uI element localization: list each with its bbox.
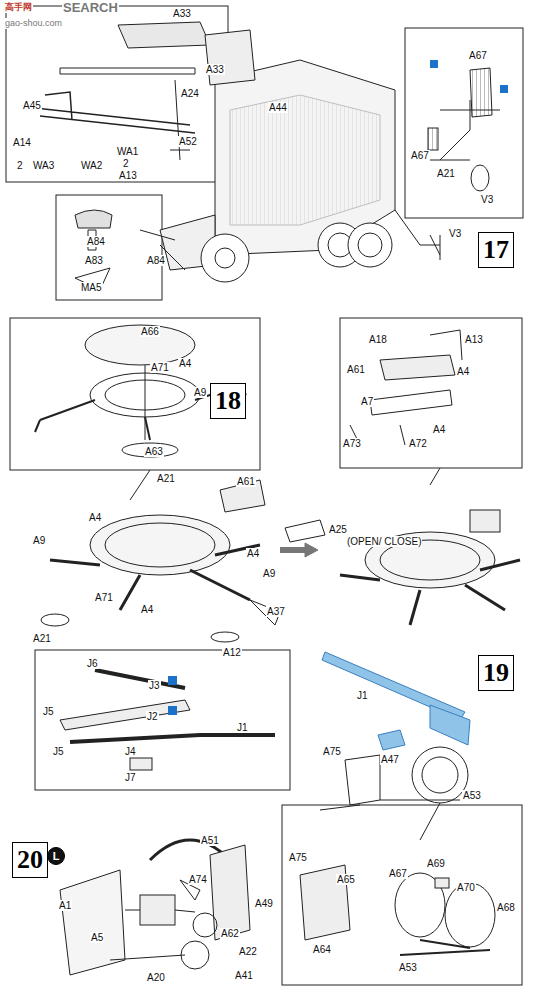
part-number: A67 bbox=[410, 150, 430, 161]
step-text: 20 bbox=[13, 846, 47, 874]
part-number: A9 bbox=[32, 535, 46, 546]
part-number: A4 bbox=[178, 358, 192, 369]
part-number: A47 bbox=[380, 754, 400, 765]
part-number: A64 bbox=[312, 944, 332, 955]
part-number: A49 bbox=[254, 898, 274, 909]
part-number: A51 bbox=[200, 835, 220, 846]
part-number: A71 bbox=[150, 362, 170, 373]
part-number: A13 bbox=[118, 170, 138, 181]
part-number: A5 bbox=[90, 932, 104, 943]
part-number: A63 bbox=[144, 446, 164, 457]
part-number: A84 bbox=[146, 255, 166, 266]
part-number: A21 bbox=[156, 473, 176, 484]
part-number: A13 bbox=[464, 334, 484, 345]
part-number: WA2 bbox=[80, 160, 103, 171]
part-number: A1 bbox=[58, 900, 72, 911]
part-number: A9 bbox=[262, 568, 276, 579]
part-number: A4 bbox=[246, 548, 260, 559]
part-number: A4 bbox=[456, 366, 470, 377]
part-number: A44 bbox=[268, 102, 288, 113]
part-number: A65 bbox=[336, 874, 356, 885]
part-number: J4 bbox=[124, 746, 137, 757]
part-number: A37 bbox=[266, 606, 286, 617]
watermark: 高手网 bbox=[4, 2, 33, 13]
part-number: A68 bbox=[496, 902, 516, 913]
part-number: V3 bbox=[480, 194, 494, 205]
step-text: L bbox=[48, 850, 64, 862]
part-number: A20 bbox=[146, 972, 166, 983]
option-circle: L bbox=[47, 847, 65, 865]
part-number: A53 bbox=[462, 790, 482, 801]
step-number: 19 bbox=[478, 655, 514, 691]
detail-frame bbox=[6, 6, 228, 182]
part-number: A4 bbox=[432, 424, 446, 435]
part-number: A67 bbox=[388, 868, 408, 879]
part-number: A73 bbox=[342, 438, 362, 449]
part-number: A71 bbox=[94, 592, 114, 603]
part-number: A24 bbox=[180, 88, 200, 99]
part-number: A74 bbox=[188, 874, 208, 885]
part-number: A62 bbox=[220, 928, 240, 939]
part-number: A75 bbox=[322, 746, 342, 757]
part-number: A22 bbox=[238, 946, 258, 957]
watermark: gao-shou.com bbox=[4, 18, 63, 29]
part-number: A61 bbox=[236, 476, 256, 487]
part-number: J5 bbox=[52, 746, 65, 757]
part-number: V3 bbox=[448, 228, 462, 239]
part-number: A4 bbox=[140, 604, 154, 615]
part-number: MA5 bbox=[80, 282, 103, 293]
part-number: J3 bbox=[148, 680, 161, 691]
part-number: A41 bbox=[234, 970, 254, 981]
part-number: A14 bbox=[12, 137, 32, 148]
detail-frame bbox=[282, 805, 522, 985]
detail-frame bbox=[35, 650, 290, 790]
part-number: A21 bbox=[32, 633, 52, 644]
part-number: A75 bbox=[288, 852, 308, 863]
part-number: A53 bbox=[398, 962, 418, 973]
part-number: J2 bbox=[146, 711, 159, 722]
part-number: A69 bbox=[426, 858, 446, 869]
part-number: J5 bbox=[42, 706, 55, 717]
step-number: 20 bbox=[12, 842, 48, 878]
step-text: 17 bbox=[479, 236, 513, 264]
detail-frame bbox=[340, 318, 522, 468]
step-number: 18 bbox=[210, 383, 246, 419]
part-number: A33 bbox=[172, 8, 192, 19]
part-number: 2 bbox=[16, 160, 24, 171]
part-number: A61 bbox=[346, 364, 366, 375]
part-number: J6 bbox=[86, 658, 99, 669]
step-text: 18 bbox=[211, 387, 245, 415]
part-number: WA3 bbox=[32, 160, 55, 171]
part-number: A52 bbox=[178, 136, 198, 147]
part-number: A72 bbox=[408, 438, 428, 449]
part-number: A66 bbox=[140, 326, 160, 337]
watermark: SEARCH bbox=[62, 2, 119, 13]
part-number: A18 bbox=[368, 334, 388, 345]
part-number: WA1 bbox=[116, 146, 139, 157]
part-number: J1 bbox=[356, 690, 369, 701]
step-text: 19 bbox=[479, 659, 513, 687]
part-number: A12 bbox=[222, 647, 242, 658]
part-number: J7 bbox=[124, 772, 137, 783]
step-number: 17 bbox=[478, 232, 514, 268]
part-number: A4 bbox=[88, 512, 102, 523]
part-number: A33 bbox=[205, 64, 225, 75]
part-number: J1 bbox=[236, 722, 249, 733]
part-number: (OPEN/ CLOSE) bbox=[346, 536, 422, 547]
part-number: A83 bbox=[84, 255, 104, 266]
part-number: A45 bbox=[22, 100, 42, 111]
detail-frame bbox=[56, 195, 162, 300]
detail-frame bbox=[405, 28, 523, 218]
part-number: A9 bbox=[193, 387, 207, 398]
part-number: A25 bbox=[328, 524, 348, 535]
part-number: A70 bbox=[456, 882, 476, 893]
detail-frame bbox=[10, 318, 260, 470]
part-number: A84 bbox=[86, 236, 106, 247]
part-number: A7 bbox=[360, 396, 374, 407]
part-number: A67 bbox=[468, 50, 488, 61]
part-number: 2 bbox=[122, 158, 130, 169]
part-number: A21 bbox=[436, 168, 456, 179]
